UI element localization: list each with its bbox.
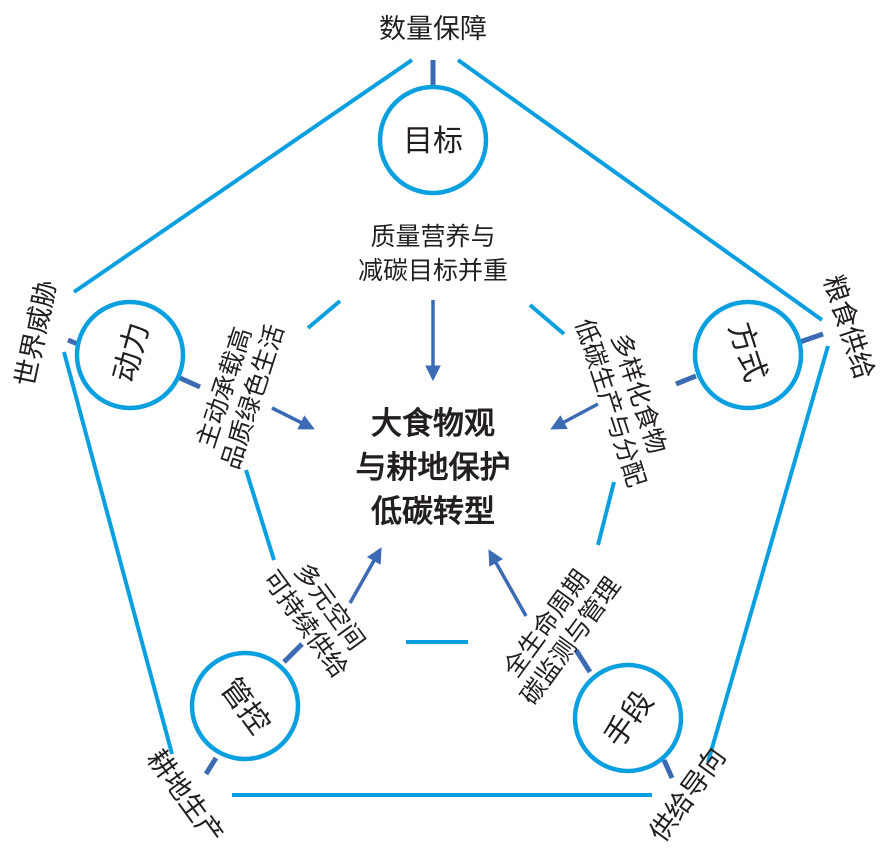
inner-label-top: 质量营养与 减碳目标并重 — [358, 222, 508, 285]
outer-label-right: 粮食供给 — [817, 271, 880, 383]
center-title: 大食物观 与耕地保护 低碳转型 — [356, 406, 511, 530]
arrow-bottom-left — [348, 547, 382, 604]
arrows — [271, 300, 599, 617]
circle-means: 手段 — [572, 662, 684, 774]
arrow-right — [550, 402, 599, 430]
center-title-line3: 低碳转型 — [370, 494, 495, 530]
inner-label-left: 主动承载高 品质绿色生活 — [191, 321, 290, 473]
inner-label-top-line2: 减碳目标并重 — [358, 256, 508, 285]
inner-label-top-line1: 质量营养与 — [370, 222, 495, 251]
outer-label-top: 数量保障 — [379, 14, 487, 45]
outer-pentagon — [62, 58, 830, 797]
center-title-line1: 大食物观 — [371, 406, 495, 442]
arrow-left — [271, 406, 315, 430]
circle-control: 管控 — [189, 650, 301, 762]
arrow-bottom-right — [488, 549, 528, 617]
inner-label-right: 多样化食物 低碳生产与分配 — [569, 315, 671, 490]
center-title-line2: 与耕地保护 — [356, 450, 511, 486]
circle-driver: 动力 — [74, 299, 186, 411]
circle-goal: 目标 — [377, 84, 489, 196]
connectors — [67, 60, 824, 780]
outer-label-left: 世界威胁 — [10, 277, 63, 389]
inner-pentagon — [244, 299, 616, 644]
circle-label-goal: 目标 — [403, 124, 463, 159]
circle-method: 方式 — [692, 299, 804, 411]
